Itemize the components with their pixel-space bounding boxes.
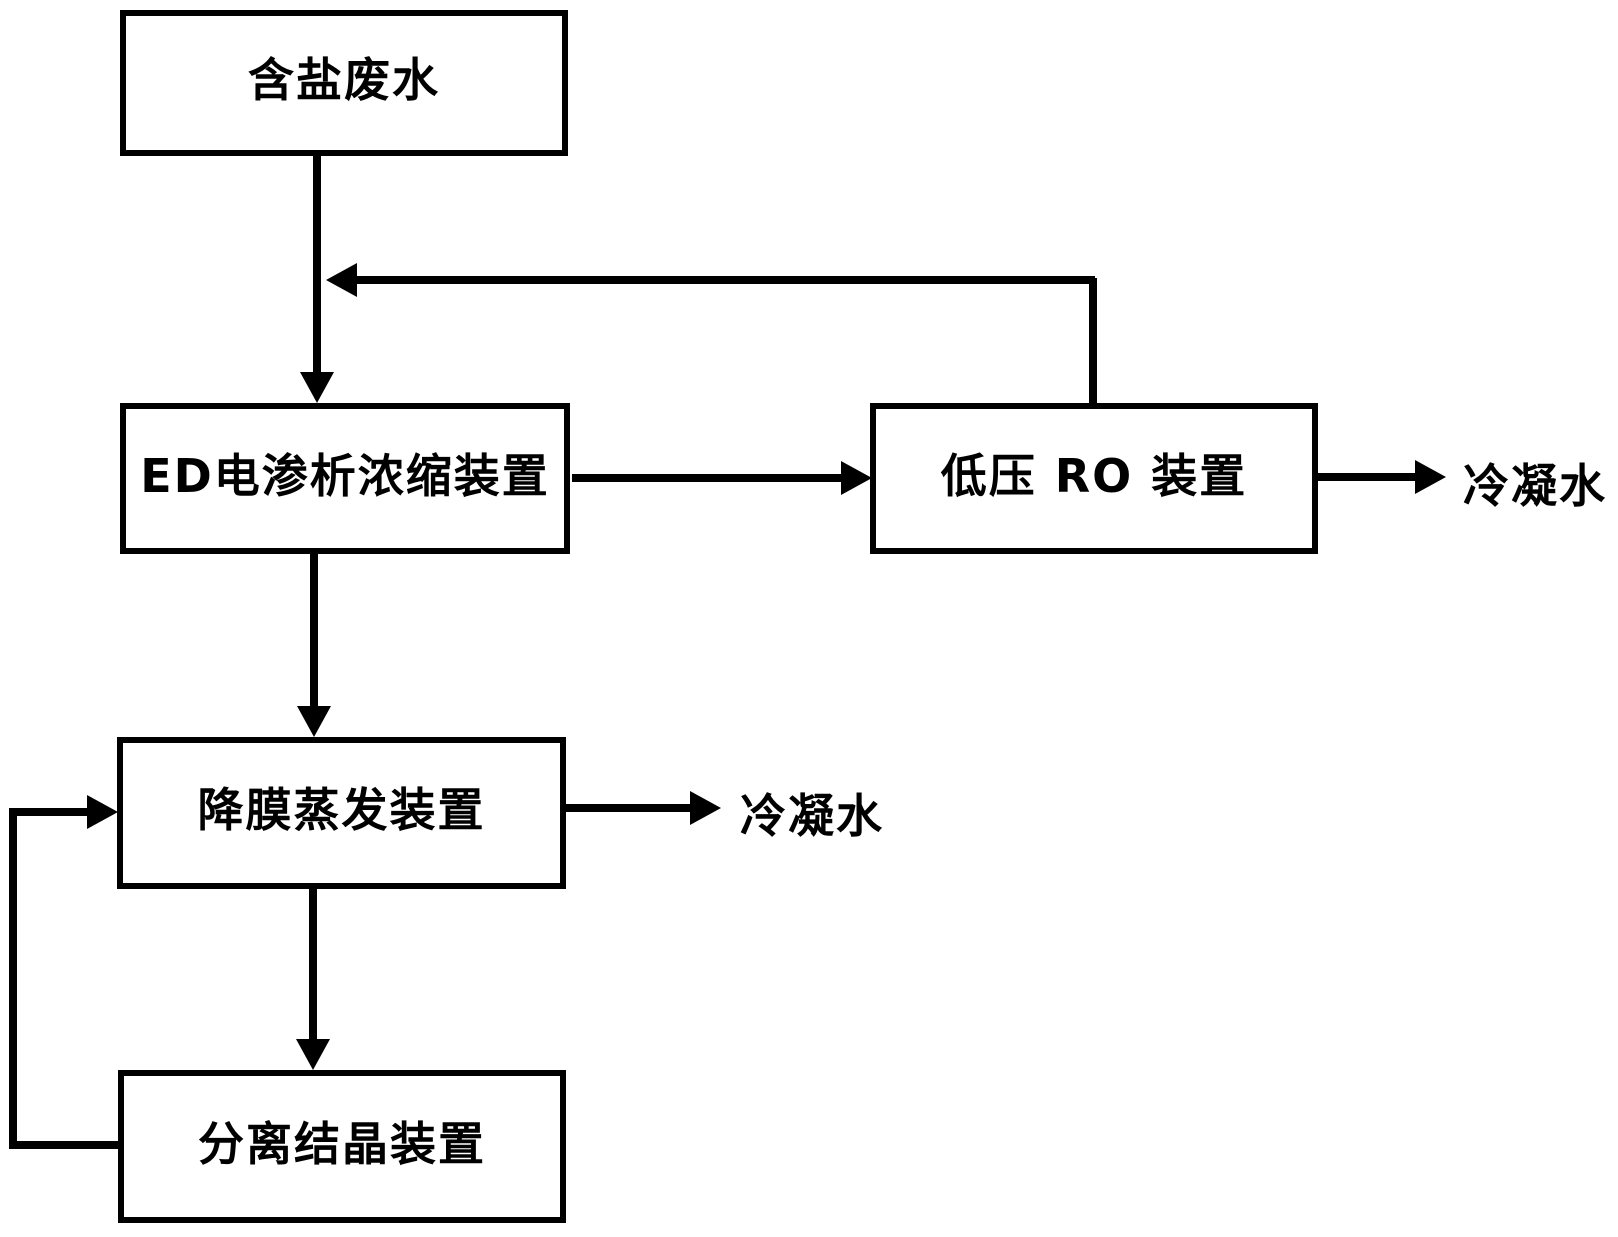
arrowhead-down-icon	[300, 372, 334, 403]
edge-evaporator-to-condensate-line	[564, 804, 692, 812]
edge-ro-to-condensate-line	[1316, 473, 1418, 481]
output-label-ro-condensate: 冷凝水	[1463, 459, 1607, 513]
node-falling-film-evaporator-label: 降膜蒸发装置	[197, 783, 486, 837]
node-falling-film-evaporator: 降膜蒸发装置	[117, 737, 566, 889]
node-salt-wastewater-label: 含盐废水	[248, 53, 440, 107]
edge-evaporator-to-crystallizer-line	[309, 887, 317, 1043]
edge-ed-to-evaporator-line	[310, 552, 318, 710]
arrowhead-right-icon	[690, 791, 721, 825]
output-label-evaporator-condensate: 冷凝水	[740, 789, 884, 843]
arrowhead-down-icon	[297, 706, 331, 737]
edge-ro-recycle-vertical-line	[1089, 278, 1097, 405]
edge-crystallizer-recycle-top-line	[9, 808, 89, 816]
arrowhead-right-icon	[1415, 460, 1446, 494]
arrowhead-right-icon	[841, 461, 872, 495]
node-ed-electrodialysis-label: ED电渗析浓缩装置	[140, 448, 550, 503]
edge-crystallizer-recycle-bottom-line	[9, 1141, 120, 1149]
edge-crystallizer-recycle-vertical-line	[9, 808, 17, 1149]
node-ed-electrodialysis: ED电渗析浓缩装置	[120, 403, 570, 554]
arrowhead-right-icon	[87, 795, 118, 829]
edge-ed-to-ro-line	[572, 474, 844, 482]
node-low-pressure-ro: 低压 RO 装置	[870, 403, 1318, 554]
node-separation-crystallizer: 分离结晶装置	[118, 1070, 566, 1223]
node-low-pressure-ro-label: 低压 RO 装置	[940, 448, 1248, 503]
node-salt-wastewater: 含盐废水	[120, 10, 568, 156]
arrowhead-left-icon	[326, 263, 357, 297]
arrowhead-down-icon	[296, 1039, 330, 1070]
node-separation-crystallizer-label: 分离结晶装置	[198, 1116, 486, 1171]
edge-ro-recycle-horizontal-line	[352, 276, 1095, 284]
edge-wastewater-to-ed-line	[313, 154, 321, 376]
